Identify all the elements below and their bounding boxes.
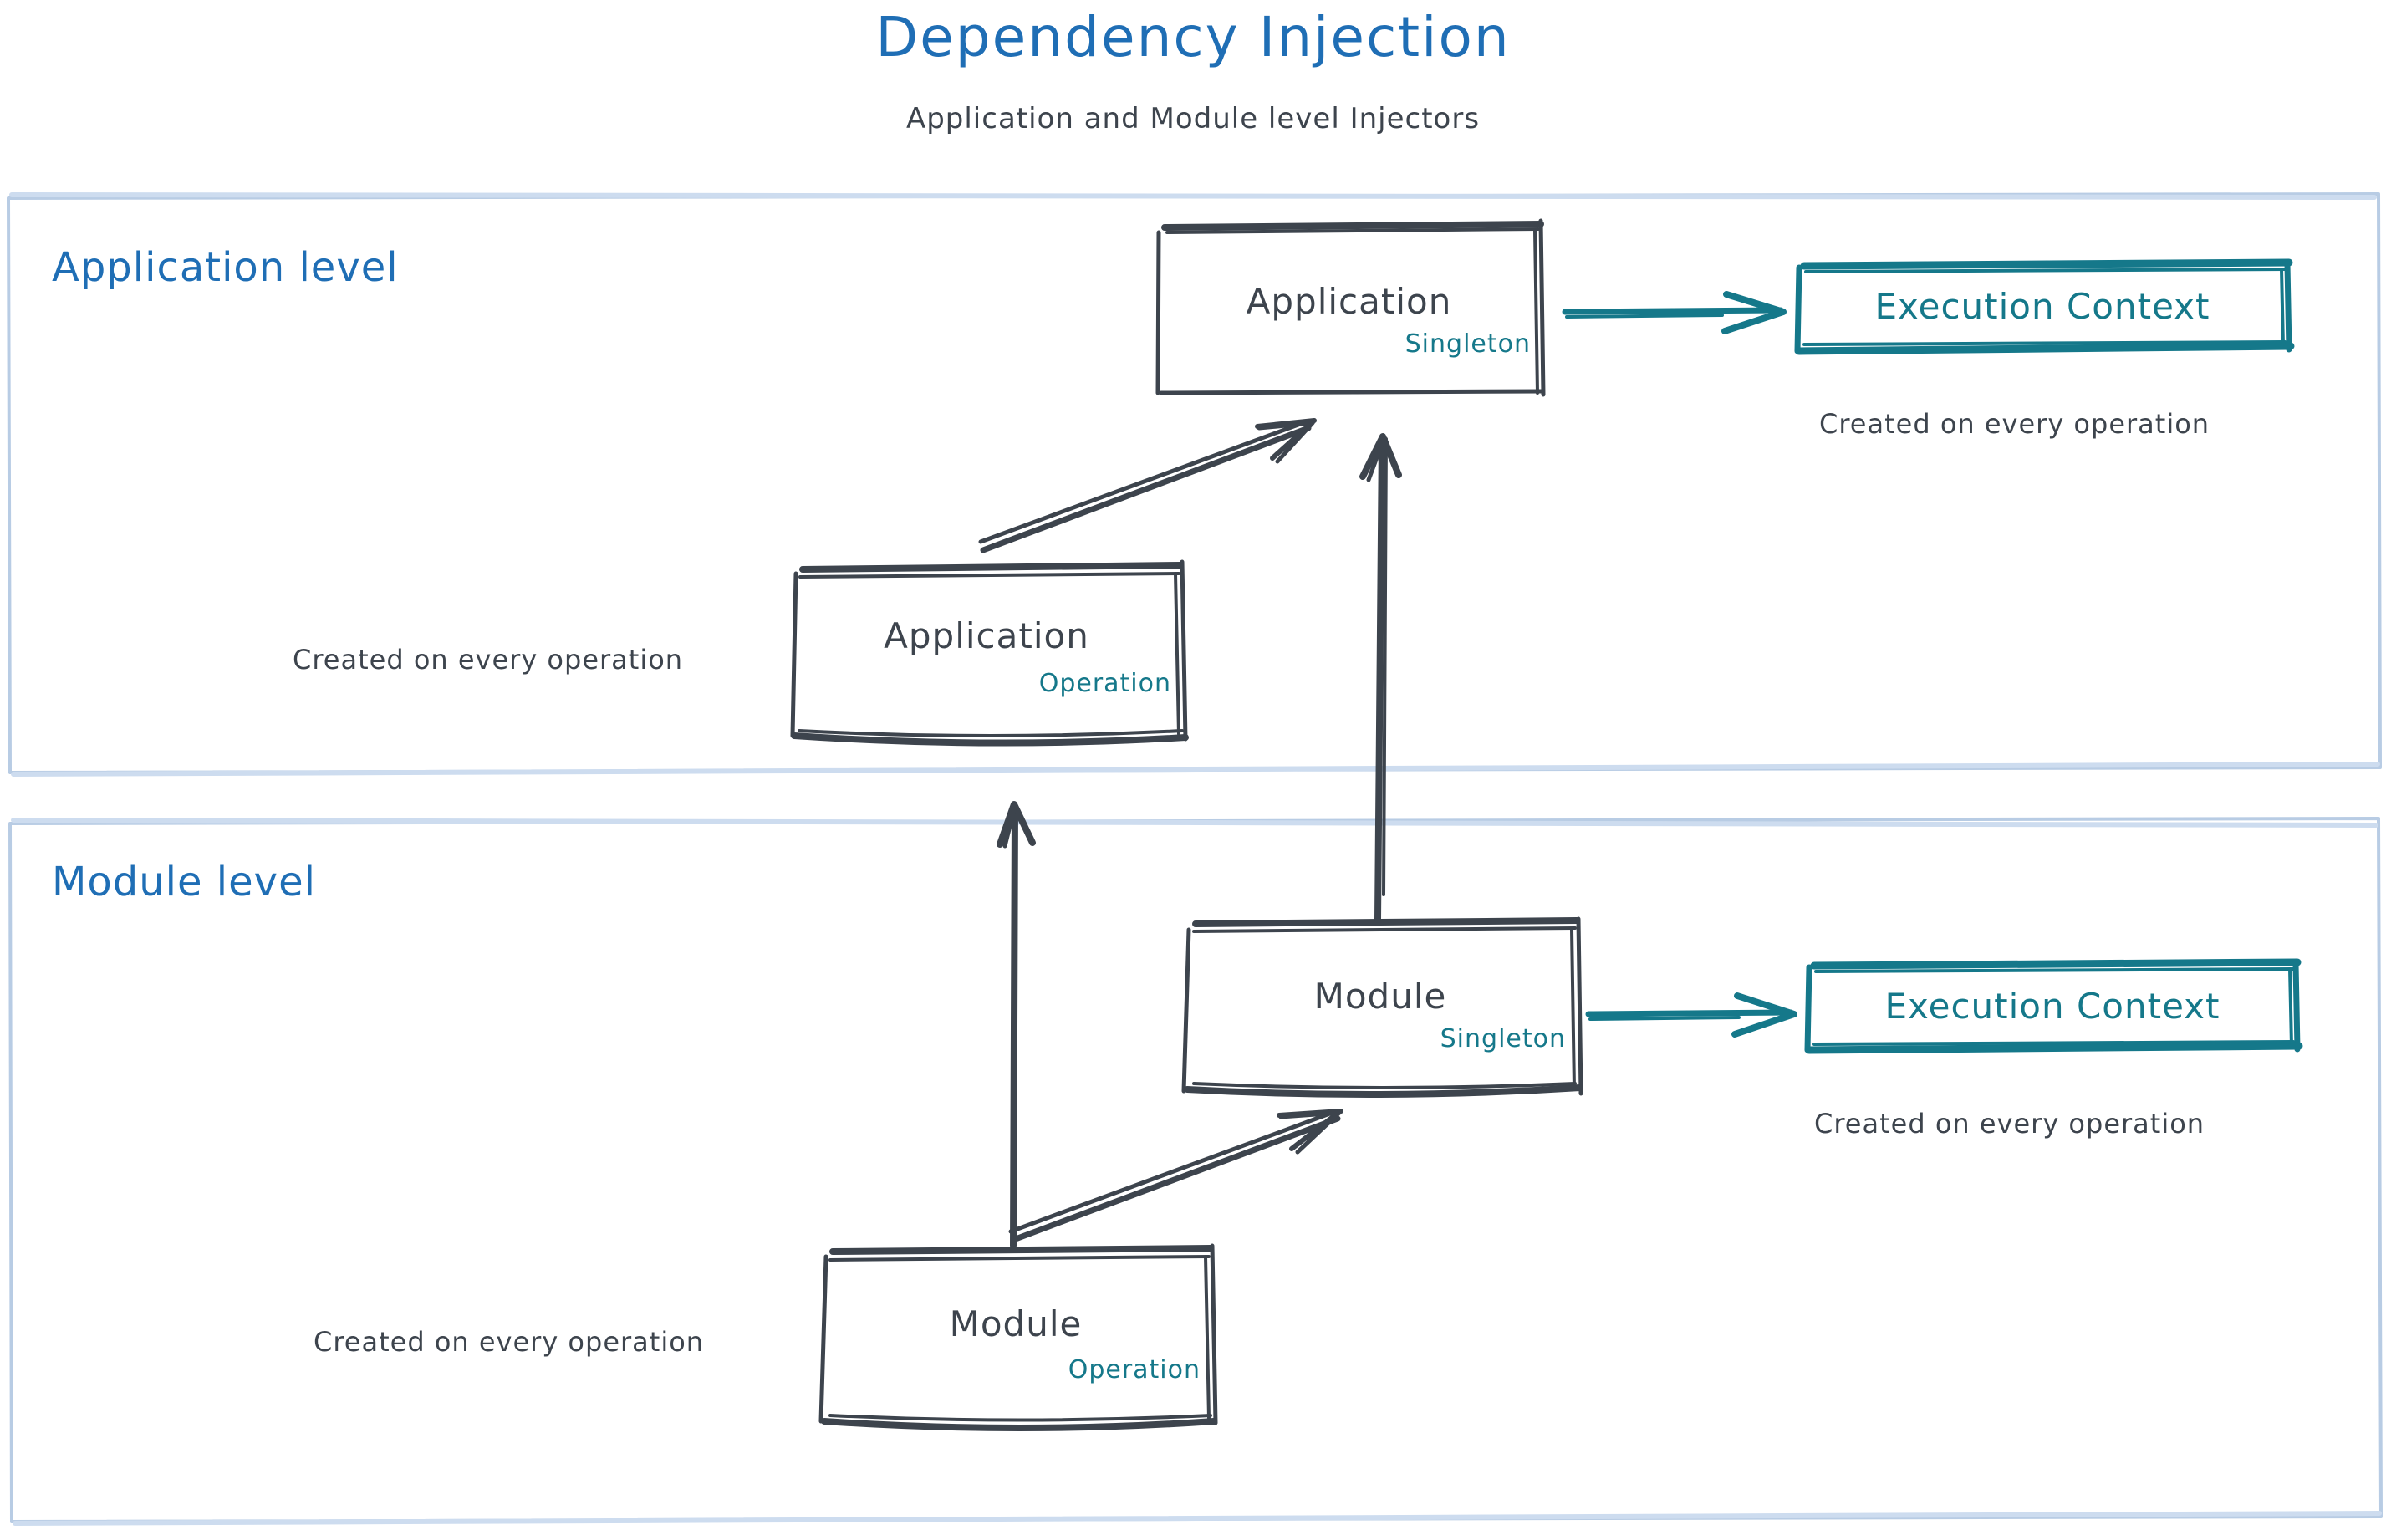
node-title-execution-context-application: Execution Context [1874, 286, 2210, 327]
node-scope-module-singleton: Singleton [1440, 1024, 1566, 1053]
section-label-module-level: Module level [52, 859, 316, 905]
page-subtitle: Application and Module level Injectors [905, 102, 1481, 135]
node-execution-context-module[interactable]: Execution Context [1806, 966, 2299, 1048]
node-application-singleton[interactable]: Application Singleton [1155, 226, 1542, 393]
node-scope-application-singleton: Singleton [1405, 329, 1531, 359]
edge-mod-to-ctx [1585, 992, 1797, 1038]
node-title-execution-context-module: Execution Context [1884, 986, 2220, 1027]
caption-execution-context-module: Created on every operation [1814, 1108, 2205, 1140]
node-application-operation[interactable]: Application Operation [790, 569, 1183, 738]
page-title: Dependency Injection [875, 5, 1511, 69]
node-module-singleton[interactable]: Module Singleton [1183, 924, 1578, 1089]
section-label-application-level: Application level [52, 244, 399, 291]
edge-modop-to-modsgl [1008, 1109, 1343, 1243]
caption-application-operation: Created on every operation [293, 644, 684, 676]
node-title-module-operation: Module [949, 1303, 1083, 1344]
node-title-application-singleton: Application [1246, 281, 1452, 322]
node-title-module-singleton: Module [1313, 976, 1447, 1017]
node-execution-context-application[interactable]: Execution Context [1796, 266, 2289, 348]
edge-modop-to-appop [997, 801, 1036, 1249]
node-scope-application-operation: Operation [1038, 669, 1171, 698]
edge-modsgl-to-appsgl [1359, 433, 1402, 923]
caption-execution-context-application: Created on every operation [1819, 408, 2210, 440]
node-scope-module-operation: Operation [1068, 1355, 1201, 1384]
node-module-operation[interactable]: Module Operation [819, 1252, 1212, 1423]
edge-appop-to-appsgl [978, 418, 1317, 553]
caption-module-operation: Created on every operation [314, 1326, 705, 1358]
edge-app-to-ctx [1562, 291, 1787, 334]
node-title-application-operation: Application [884, 615, 1089, 656]
